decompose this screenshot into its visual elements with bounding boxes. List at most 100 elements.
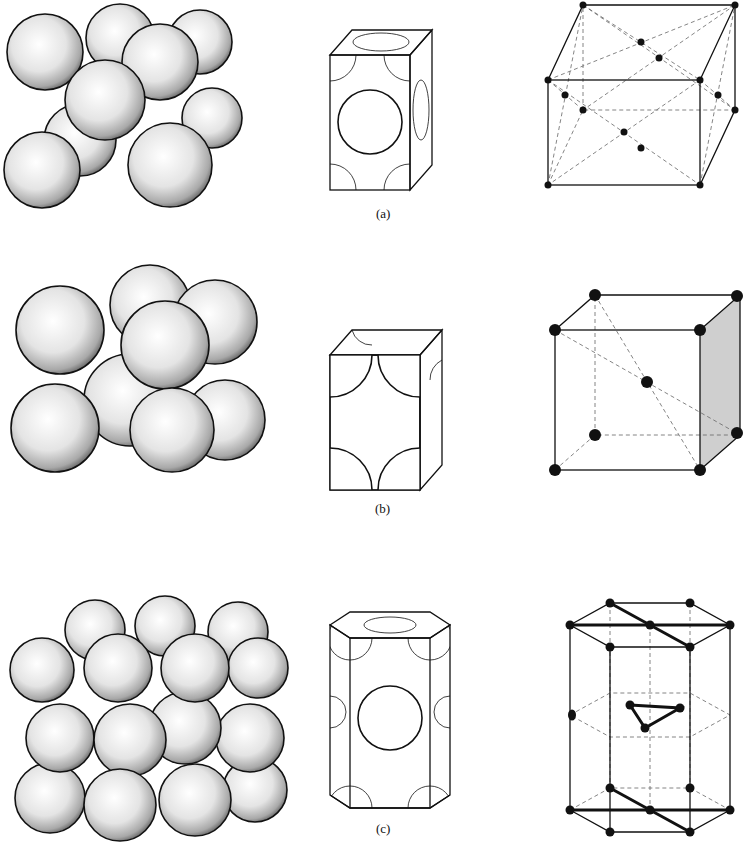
atom-sphere: [130, 388, 214, 472]
atom-sphere: [94, 704, 166, 776]
prism-body: [330, 625, 450, 808]
lattice-point: [686, 599, 695, 608]
partial-atom: [353, 33, 409, 51]
mid-layer-atom: [358, 686, 422, 750]
lattice-point: [606, 643, 615, 652]
lattice-point: [626, 701, 635, 710]
partial-atom: [352, 330, 372, 345]
lattice-point: [694, 464, 706, 476]
lattice-point: [646, 806, 655, 815]
partial-atom: [430, 360, 442, 380]
prism-edge: [429, 638, 430, 808]
hidden-edge: [595, 295, 596, 435]
atom-sphere: [10, 638, 74, 702]
lattice-point: [606, 599, 615, 608]
lattice-point: [676, 704, 685, 713]
partial-atom: [330, 355, 372, 397]
body-diagonal: [555, 330, 740, 435]
bcc-sphere-packing: [11, 265, 265, 472]
atom-sphere: [216, 704, 284, 772]
lattice-point: [732, 107, 739, 114]
cube-face: [330, 55, 410, 190]
lattice-point: [656, 55, 663, 62]
face-diagonal: [548, 5, 583, 185]
lattice-point: [566, 621, 575, 630]
bcc-lattice: [549, 289, 743, 476]
lattice-point: [580, 107, 587, 114]
hidden-edge: [583, 5, 584, 110]
lattice-point: [686, 643, 695, 652]
partial-atom: [314, 696, 346, 728]
lattice-point: [697, 182, 704, 189]
face-diagonal: [583, 5, 700, 80]
bold-bond: [630, 705, 680, 728]
lattice-point: [638, 145, 645, 152]
atom-sphere: [121, 301, 209, 389]
bcc-unit-cell: [288, 313, 462, 532]
lattice-point: [697, 77, 704, 84]
hcp-sphere-packing: [10, 596, 288, 841]
prism-top: [330, 612, 450, 638]
lattice-point: [606, 784, 615, 793]
lattice-point: [641, 724, 650, 733]
partial-atom: [378, 355, 420, 397]
partial-atom: [330, 448, 372, 490]
lattice-point: [566, 806, 575, 815]
lattice-point: [686, 828, 695, 837]
face-diagonal: [548, 5, 735, 80]
lattice-point: [568, 710, 576, 721]
atom-sphere: [159, 764, 231, 836]
lattice-point: [545, 77, 552, 84]
lattice-point: [694, 324, 706, 336]
atom-sphere: [4, 132, 80, 208]
lattice-point: [606, 828, 615, 837]
cube-face: [330, 30, 432, 55]
face-diagonal: [548, 80, 700, 185]
lattice-point: [580, 2, 587, 9]
partial-atom: [413, 80, 429, 140]
lattice-point: [731, 427, 743, 439]
atom-sphere: [84, 769, 156, 841]
subfigure-label: (a): [376, 206, 390, 222]
cube-edge: [555, 330, 700, 470]
atom-sphere: [228, 638, 288, 698]
cube-edge: [700, 5, 735, 185]
partial-atom: [384, 164, 410, 190]
face-diagonal: [548, 80, 700, 185]
prism-edge: [689, 647, 690, 832]
shaded-face: [700, 295, 740, 470]
subfigure-label: (b): [375, 501, 390, 517]
cube-face: [410, 30, 432, 190]
atom-sphere: [84, 634, 152, 702]
face-diagonal: [700, 80, 735, 110]
hidden-edge: [555, 435, 740, 470]
lattice-point: [549, 324, 561, 336]
face-atom: [338, 90, 402, 154]
partial-atom: [434, 696, 466, 728]
atom-sphere: [128, 123, 212, 207]
lattice-point: [732, 2, 739, 9]
cube-edge: [330, 355, 420, 490]
hcp-unit-cell: [314, 612, 466, 830]
fcc-unit-cell: [304, 29, 436, 216]
atom-sphere: [11, 384, 99, 472]
cube-face: [330, 330, 442, 355]
lattice-point: [549, 464, 561, 476]
atom-sphere: [161, 634, 229, 702]
partial-atom: [330, 55, 356, 81]
hcp-lattice: [566, 599, 735, 837]
lattice-point: [621, 129, 628, 136]
lattice-point: [641, 376, 653, 388]
hexagon-top: [570, 603, 730, 647]
prism-edge: [729, 625, 730, 810]
atom-sphere: [16, 286, 104, 374]
prism-edge: [330, 795, 450, 808]
partial-atom: [384, 55, 410, 81]
cube-face: [420, 330, 442, 490]
cube-edge: [548, 80, 700, 185]
lattice-point: [638, 39, 645, 46]
face-diagonal: [583, 5, 735, 110]
partial-atom: [378, 448, 420, 490]
lattice-point: [726, 621, 735, 630]
